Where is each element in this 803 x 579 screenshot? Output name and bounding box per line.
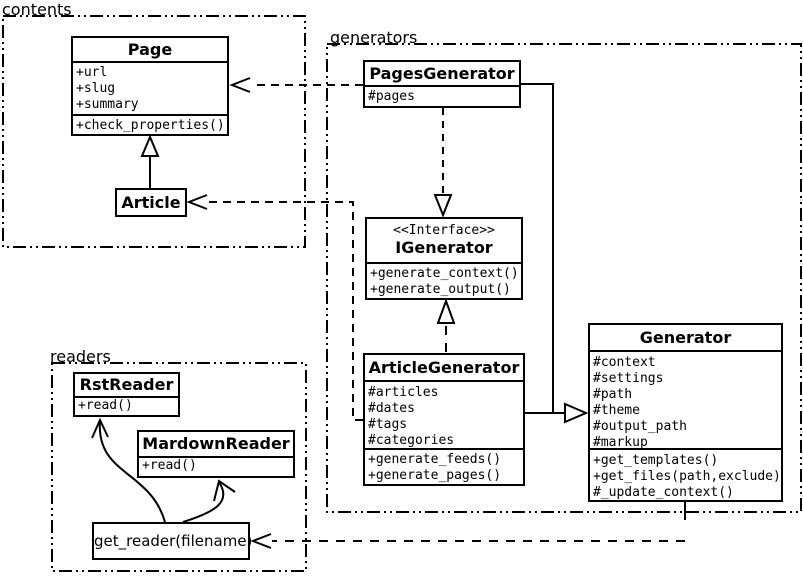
class-generator-name: Generator <box>639 328 732 347</box>
class-rstreader: RstReader +read() <box>73 372 180 417</box>
class-mardownreader: MardownReader +read() <box>137 430 295 478</box>
method: +read() <box>142 458 197 473</box>
class-igenerator: <<Interface>> IGenerator +generate_conte… <box>365 217 523 300</box>
class-page: Page +url +slug +summary +check_properti… <box>71 36 229 136</box>
attribute: #theme <box>593 403 640 418</box>
package-generators-border <box>326 43 802 513</box>
arrow-articlegenerator-to-generator <box>525 402 589 424</box>
function-get-reader: get_reader(filename) <box>92 522 252 560</box>
class-igenerator-name: IGenerator <box>395 238 493 257</box>
arrow-articlegenerator-to-igenerator <box>436 298 456 352</box>
arrow-pagesgenerator-to-igenerator <box>433 108 453 218</box>
package-label-contents: contents <box>2 0 72 19</box>
method: +generate_output() <box>370 282 511 297</box>
method: +check_properties() <box>76 118 225 133</box>
class-generator-attributes: #context #settings #path #theme #output_… <box>590 350 781 448</box>
class-mardownreader-name: MardownReader <box>142 434 290 453</box>
attribute: #context <box>593 355 656 370</box>
class-page-attributes: +url +slug +summary <box>73 61 227 114</box>
class-igenerator-stereotype: <<Interface>> <box>393 223 495 238</box>
method: +generate_pages() <box>368 468 502 483</box>
class-igenerator-methods: +generate_context() +generate_output() <box>367 262 521 298</box>
class-generator-methods: +get_templates() +get_files(path,exclude… <box>590 448 781 500</box>
attribute: #dates <box>368 401 415 416</box>
arrow-getreader-to-mardownreader <box>182 479 236 523</box>
package-label-readers: readers <box>50 347 111 366</box>
class-page-methods: +check_properties() <box>73 114 227 136</box>
attribute: #path <box>593 387 633 402</box>
class-articlegenerator-name: ArticleGenerator <box>368 358 520 377</box>
method: +get_files(path,exclude) <box>593 469 781 484</box>
method: +generate_feeds() <box>368 452 502 467</box>
method: +generate_context() <box>370 266 519 281</box>
class-pagesgenerator: PagesGenerator #pages <box>363 60 521 108</box>
package-label-generators: generators <box>330 28 418 47</box>
attribute: #settings <box>593 371 664 386</box>
arrow-pagesgenerator-to-generator <box>521 83 554 413</box>
arrow-pagesgenerator-to-page <box>229 77 363 93</box>
arrow-article-to-page <box>140 134 160 188</box>
class-articlegenerator-methods: +generate_feeds() +generate_pages() <box>365 448 523 484</box>
attribute: #markup <box>593 435 648 448</box>
class-articlegenerator-attributes: #articles #dates #tags #categories <box>365 380 523 448</box>
package-readers-border <box>51 362 307 572</box>
arrow-articlegenerator-to-article <box>186 194 363 421</box>
class-article-name: Article <box>121 193 181 212</box>
attribute: #pages <box>368 89 415 104</box>
attribute: #articles <box>368 385 439 400</box>
class-mardownreader-methods: +read() <box>139 456 293 476</box>
class-rstreader-name: RstReader <box>79 375 174 394</box>
class-article: Article <box>115 188 187 217</box>
class-articlegenerator: ArticleGenerator #articles #dates #tags … <box>363 353 525 486</box>
attribute: +slug <box>76 81 116 96</box>
class-generator: Generator #context #settings #path #them… <box>588 323 783 502</box>
package-contents-border <box>2 15 306 248</box>
method: +get_templates() <box>593 453 719 468</box>
attribute: +summary <box>76 97 139 112</box>
method: #_update_context() <box>593 485 734 500</box>
class-pagesgenerator-name: PagesGenerator <box>369 64 515 83</box>
attribute: +url <box>76 65 108 80</box>
class-rstreader-methods: +read() <box>75 396 178 415</box>
class-pagesgenerator-attributes: #pages <box>365 85 519 108</box>
arrow-getreader-to-rstreader <box>91 417 166 523</box>
method: +read() <box>78 398 133 413</box>
attribute: #categories <box>368 433 455 448</box>
attribute: #output_path <box>593 419 687 434</box>
class-igenerator-header: <<Interface>> IGenerator <box>367 219 521 262</box>
class-page-name: Page <box>127 40 173 59</box>
attribute: #tags <box>368 417 408 432</box>
arrow-generator-to-getreader <box>250 502 686 549</box>
